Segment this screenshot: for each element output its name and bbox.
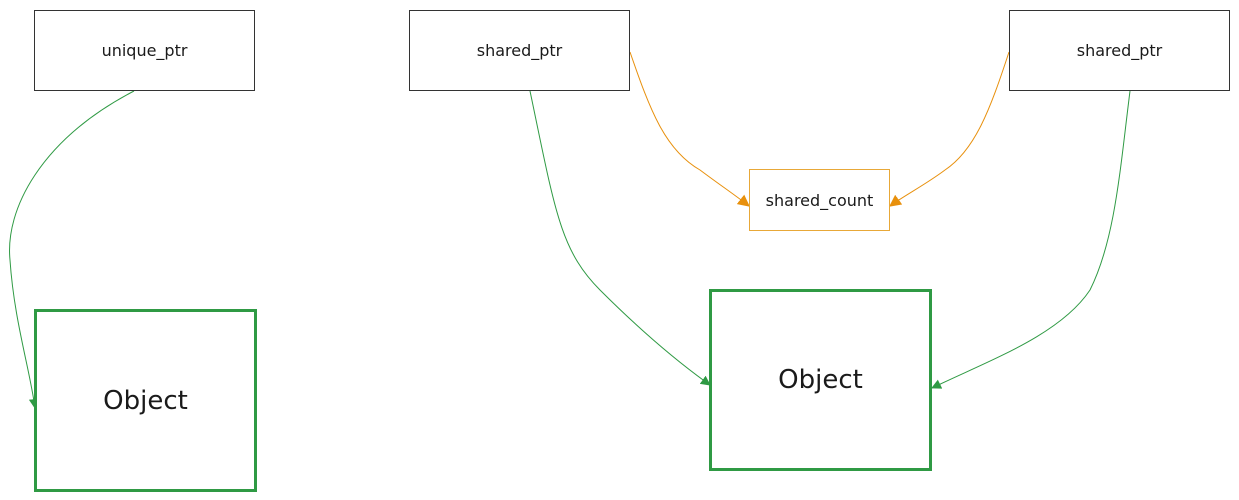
object-right-label: Object bbox=[778, 365, 863, 395]
edge-shared-ptr-left-to-count bbox=[629, 51, 750, 207]
object-left-node: Object bbox=[34, 309, 257, 492]
unique-ptr-node: unique_ptr bbox=[34, 10, 255, 91]
unique-ptr-label: unique_ptr bbox=[101, 41, 188, 60]
edge-shared-ptr-left-to-object bbox=[529, 90, 711, 386]
edge-unique-ptr-to-object bbox=[9, 90, 135, 409]
shared-ptr-right-label: shared_ptr bbox=[1076, 41, 1163, 60]
edge-shared-ptr-right-to-count bbox=[889, 51, 1010, 207]
edge-shared-ptr-right-to-object bbox=[931, 90, 1131, 389]
object-left-label: Object bbox=[103, 385, 188, 416]
shared-ptr-left-label: shared_ptr bbox=[476, 41, 563, 60]
shared-count-node: shared_count bbox=[749, 169, 890, 231]
object-right-node: Object bbox=[709, 289, 932, 471]
shared-ptr-right-node: shared_ptr bbox=[1009, 10, 1230, 91]
shared-count-label: shared_count bbox=[765, 190, 874, 210]
shared-ptr-left-node: shared_ptr bbox=[409, 10, 630, 91]
